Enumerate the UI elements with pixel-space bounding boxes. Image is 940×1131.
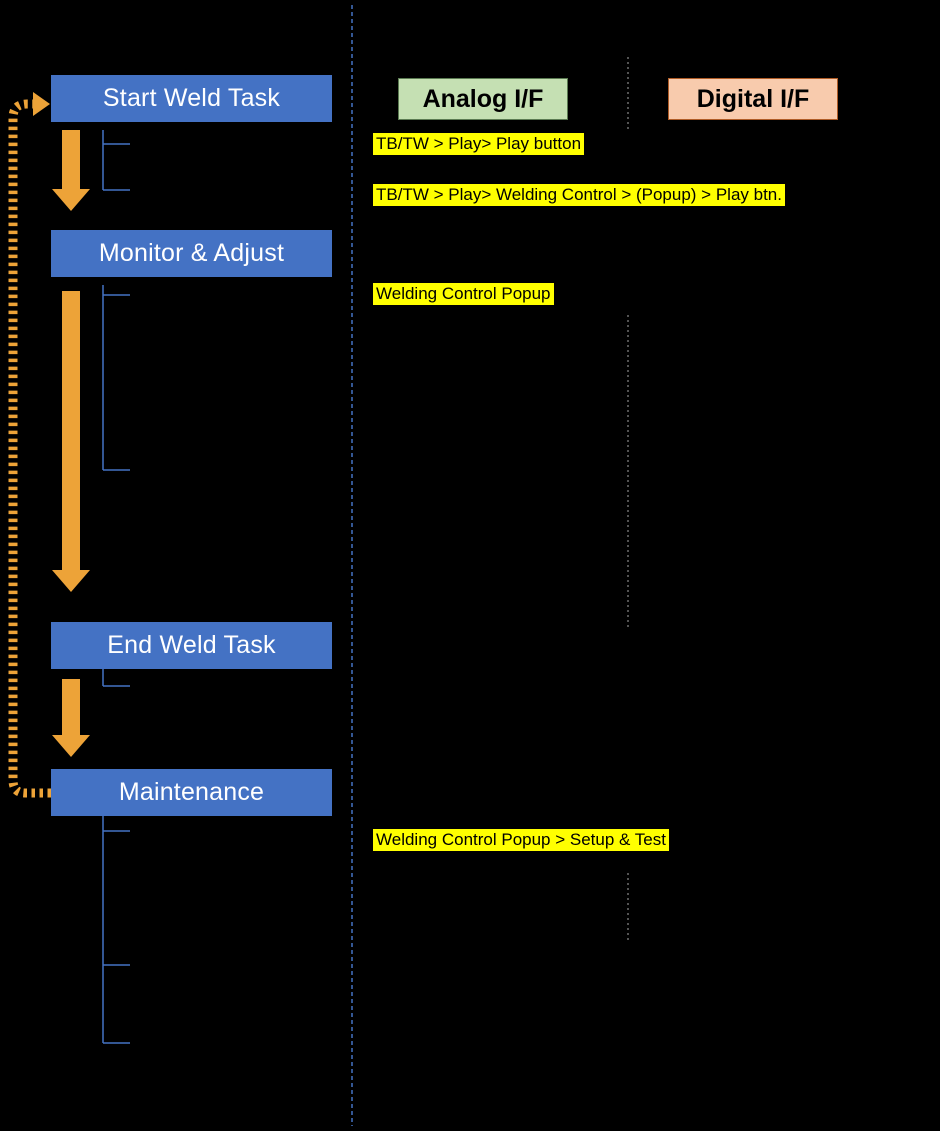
task-box-end-weld-task: End Weld Task (51, 622, 332, 669)
column-header-digital-if: Digital I/F (668, 78, 838, 120)
flow-arrow-start-to-monitor (52, 130, 90, 211)
task-box-maintenance: Maintenance (51, 769, 332, 816)
note-play-button: TB/TW > Play> Play button (373, 133, 585, 155)
flow-arrow-end-to-maintenance (52, 679, 90, 757)
note-welding-control-play: TB/TW > Play> Welding Control > (Popup) … (373, 184, 785, 206)
note-welding-control-popup: Welding Control Popup (373, 283, 554, 305)
bracket-start-weld-task (102, 130, 130, 191)
bracket-maintenance (102, 815, 130, 1044)
bracket-end-weld-task (102, 668, 130, 687)
column-header-analog-if: Analog I/F (398, 78, 568, 120)
flow-arrow-monitor-to-end (52, 291, 90, 592)
task-box-start-weld-task: Start Weld Task (51, 75, 332, 122)
loop-back-arrow (8, 99, 51, 798)
note-setup-and-test: Welding Control Popup > Setup & Test (373, 829, 669, 851)
bracket-monitor-adjust (102, 285, 130, 471)
task-box-monitor-adjust: Monitor & Adjust (51, 230, 332, 277)
loop-back-arrowhead-icon (33, 92, 50, 116)
